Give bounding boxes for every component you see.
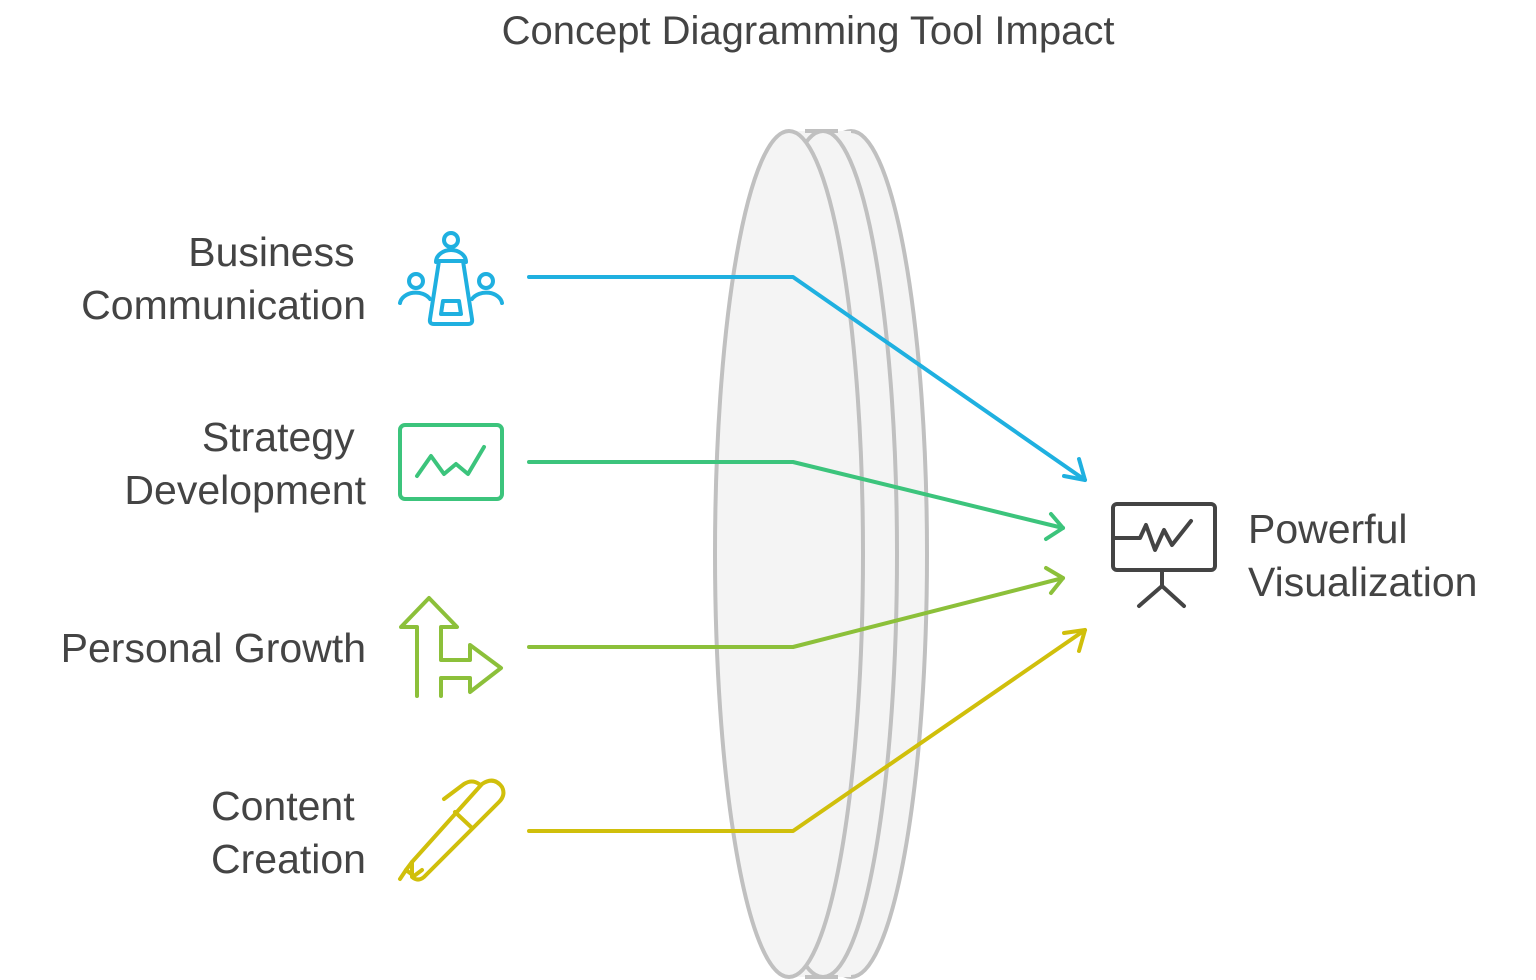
label-powerful-visualization: Powerful Visualization	[1248, 506, 1477, 605]
label-personal-growth: Personal Growth	[61, 625, 366, 671]
connector-content-creation	[527, 628, 1087, 833]
diagram-title: Concept Diagramming Tool Impact	[502, 9, 1115, 53]
split-arrows-icon	[399, 596, 503, 698]
presentation-board-icon	[1111, 502, 1217, 608]
label-content-creation: Content Creation	[211, 783, 366, 882]
connector-business-communication	[527, 275, 1087, 482]
connector-strategy-development	[527, 460, 1065, 541]
connector-personal-growth	[527, 566, 1065, 649]
chart-board-icon	[398, 423, 504, 501]
lens	[713, 129, 929, 979]
meeting-table-icon	[398, 231, 504, 326]
pen-icon	[398, 778, 506, 882]
label-strategy-development: Strategy Development	[124, 414, 366, 513]
label-business-communication: Business Communication	[81, 229, 366, 328]
